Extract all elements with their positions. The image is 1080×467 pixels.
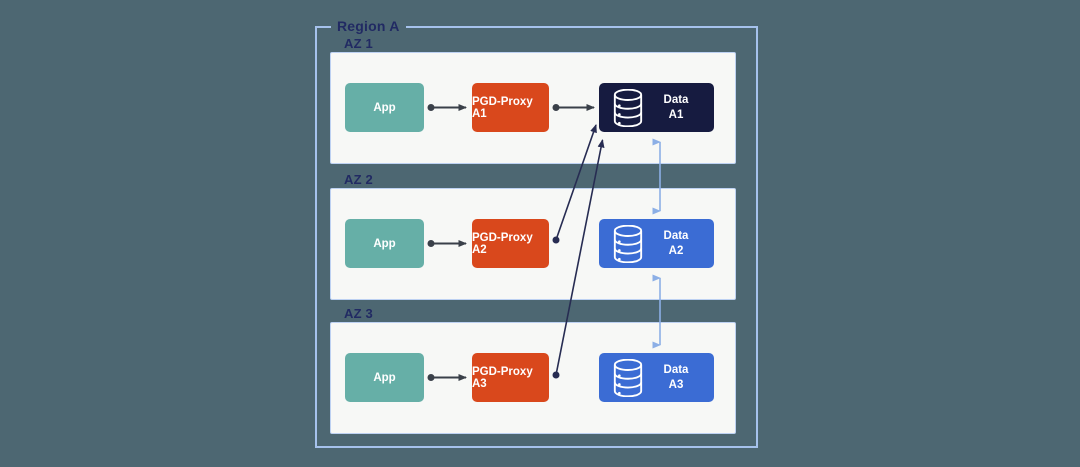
data-node-box-a3: Data A3 [599, 353, 714, 402]
database-icon [612, 358, 644, 397]
data-node-box-a1: Data A1 [599, 83, 714, 132]
data-node-box-a2: Data A2 [599, 219, 714, 268]
database-icon [612, 88, 644, 127]
app-label: App [373, 237, 396, 250]
pgd-proxy-box-a3: PGD-Proxy A3 [472, 353, 549, 402]
az3-label: AZ 3 [344, 306, 373, 321]
app-label: App [373, 101, 396, 114]
data-node-label: Data A2 [663, 230, 689, 257]
az1-panel: App PGD-Proxy A1 [330, 52, 736, 164]
data-node-label: Data A3 [663, 364, 689, 391]
app-label: App [373, 371, 396, 384]
app-box-az2: App [345, 219, 424, 268]
az2-zone: AZ 2 App PGD-Proxy A2 [330, 172, 736, 300]
az3-zone: AZ 3 App PGD-Proxy A3 [330, 306, 736, 434]
pgd-proxy-box-a1: PGD-Proxy A1 [472, 83, 549, 132]
az2-label: AZ 2 [344, 172, 373, 187]
az2-panel: App PGD-Proxy A2 [330, 188, 736, 300]
region-label: Region A [331, 17, 406, 35]
data-node-label: Data A1 [663, 94, 689, 121]
az3-panel: App PGD-Proxy A3 [330, 322, 736, 434]
az1-zone: AZ 1 App PGD-Proxy A1 [330, 36, 736, 164]
region-a-container: Region A AZ 1 App PGD-Proxy A1 [315, 17, 758, 448]
pgd-proxy-box-a2: PGD-Proxy A2 [472, 219, 549, 268]
proxy-label: PGD-Proxy A1 [472, 95, 533, 120]
proxy-label: PGD-Proxy A3 [472, 365, 533, 390]
proxy-label: PGD-Proxy A2 [472, 231, 533, 256]
az1-label: AZ 1 [344, 36, 373, 51]
app-box-az3: App [345, 353, 424, 402]
app-box-az1: App [345, 83, 424, 132]
database-icon [612, 224, 644, 263]
